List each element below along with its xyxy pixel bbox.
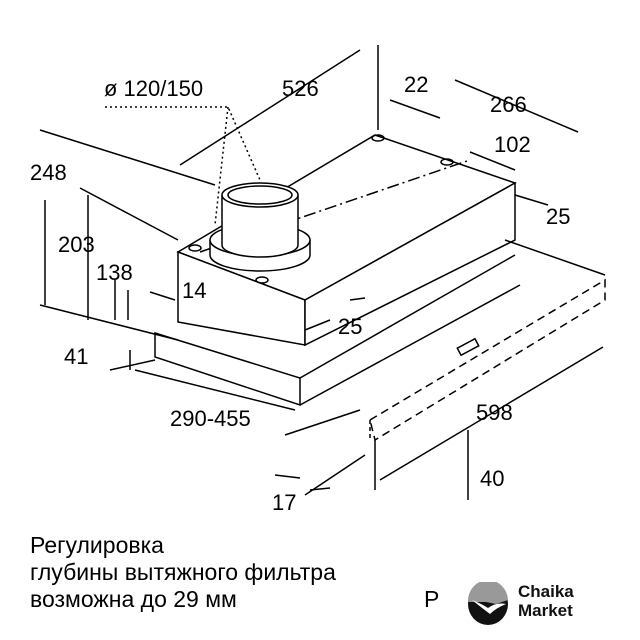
dim-290-455: 290-455	[170, 406, 251, 431]
duct-collar	[209, 182, 311, 272]
caption-line: глубины вытяжного фильтра	[30, 559, 336, 585]
seagull-logo-icon	[467, 582, 508, 625]
duct-diameter-label: ø 120/150	[104, 76, 203, 101]
caption-line: Регулировка	[30, 532, 164, 558]
dim-266: 266	[490, 92, 527, 117]
caption: Регулировка глубины вытяжного фильтра во…	[30, 532, 336, 613]
dim-14: 14	[182, 278, 206, 303]
p-label: P	[424, 586, 440, 612]
dim-138: 138	[96, 260, 133, 285]
dim-598: 598	[476, 400, 513, 425]
dim-102: 102	[494, 132, 531, 157]
dim-248: 248	[30, 160, 67, 185]
logo-text-line: Chaika	[518, 582, 574, 601]
dim-25-top: 25	[546, 204, 570, 229]
dimension-lines	[39, 45, 604, 500]
caption-line: возможна до 29 мм	[30, 586, 237, 612]
dim-526: 526	[282, 76, 319, 101]
dim-17: 17	[272, 490, 296, 515]
dim-22: 22	[404, 72, 428, 97]
hood-body	[154, 134, 606, 442]
dim-40: 40	[480, 466, 504, 491]
dim-25-front: 25	[338, 314, 362, 339]
logo-text-line: Market	[518, 601, 573, 620]
chaika-market-logo: Chaika Market	[466, 582, 596, 625]
dim-41: 41	[64, 344, 88, 369]
dim-203: 203	[58, 232, 95, 257]
